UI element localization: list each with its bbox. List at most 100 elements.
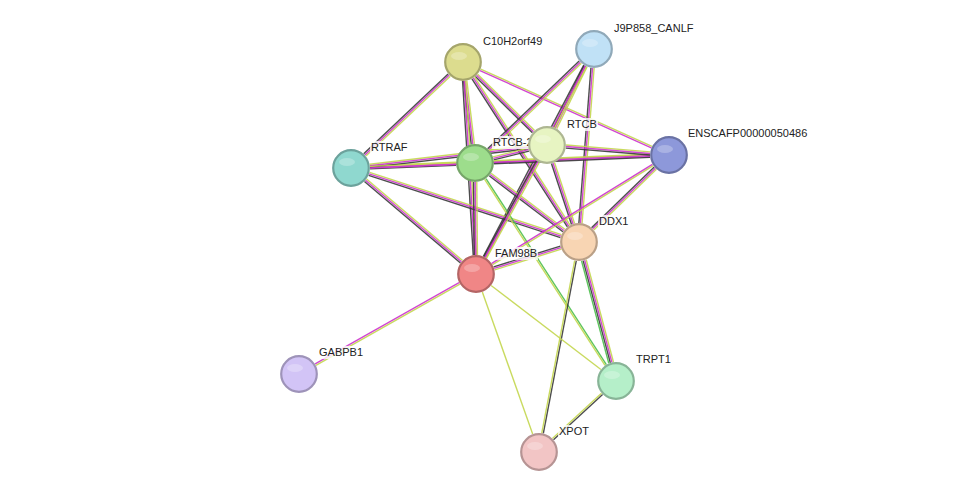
evidence-line — [582, 261, 609, 363]
evidence-line — [580, 68, 592, 223]
node-circle-shape — [457, 145, 493, 181]
evidence-line — [566, 147, 650, 154]
evidence-line — [493, 150, 528, 159]
node-circle-shape — [281, 356, 317, 392]
node-highlight — [535, 135, 551, 143]
evidence-line — [494, 248, 561, 269]
interaction-edge — [474, 182, 478, 255]
node-circle — [456, 144, 494, 182]
evidence-line — [476, 182, 478, 255]
evidence-line — [554, 394, 603, 439]
node-label: FAM98B — [494, 247, 538, 260]
node-circle — [444, 43, 482, 81]
evidence-line — [315, 283, 459, 364]
node-circle-shape — [598, 363, 634, 399]
interaction-edge — [491, 286, 601, 370]
node-circle — [650, 136, 688, 174]
node-highlight — [287, 364, 303, 372]
evidence-line — [494, 157, 650, 163]
node-circle — [332, 149, 370, 187]
node-circle-shape — [651, 137, 687, 173]
interaction-edge — [494, 154, 650, 164]
evidence-line — [583, 261, 610, 363]
node-circle-shape — [521, 434, 557, 470]
evidence-line — [316, 284, 460, 365]
evidence-line — [474, 182, 476, 255]
protein-node: RTRAF — [332, 149, 370, 187]
protein-node: RTCB — [528, 126, 566, 164]
evidence-line — [482, 292, 532, 434]
node-highlight — [567, 232, 583, 240]
node-highlight — [604, 371, 620, 379]
evidence-line — [365, 180, 461, 261]
evidence-line — [566, 148, 650, 155]
protein-node: C10H2orf49 — [444, 43, 482, 81]
interaction-edge — [482, 292, 532, 434]
evidence-line — [594, 169, 657, 230]
node-label: RTCB-2 — [492, 136, 534, 149]
evidence-line — [494, 151, 529, 160]
evidence-line — [585, 260, 612, 362]
protein-node: RTCB-2 — [456, 144, 494, 182]
evidence-line — [542, 261, 575, 434]
protein-node: TRPT1 — [597, 362, 635, 400]
node-circle-shape — [445, 44, 481, 80]
evidence-line — [370, 155, 650, 166]
evidence-line — [473, 182, 475, 255]
node-circle-shape — [576, 31, 612, 67]
node-label: XPOT — [558, 425, 590, 438]
node-circle — [560, 223, 598, 261]
node-circle — [457, 255, 495, 293]
evidence-line — [364, 182, 460, 263]
node-label: DDX1 — [598, 215, 629, 228]
interaction-edge — [552, 393, 602, 439]
evidence-line — [593, 168, 656, 229]
protein-node: FAM98B — [457, 255, 495, 293]
node-circle — [597, 362, 635, 400]
node-label: ENSCAFP00000050486 — [687, 127, 808, 140]
evidence-line — [487, 162, 540, 258]
evidence-line — [367, 179, 463, 260]
evidence-line — [491, 286, 601, 370]
node-circle — [528, 126, 566, 164]
node-label: RTRAF — [370, 141, 408, 154]
node-label: C10H2orf49 — [482, 35, 543, 48]
protein-node: J9P858_CANLF — [575, 30, 613, 68]
evidence-line — [366, 76, 450, 156]
interaction-edge — [493, 148, 529, 160]
interaction-edge — [566, 145, 650, 155]
node-highlight — [339, 158, 355, 166]
evidence-line — [493, 166, 654, 265]
node-highlight — [463, 153, 479, 161]
evidence-line — [582, 68, 594, 223]
node-highlight — [451, 52, 467, 60]
node-circle-shape — [458, 256, 494, 292]
node-highlight — [657, 145, 673, 153]
node-label: GABPB1 — [318, 346, 364, 359]
node-circle-shape — [333, 150, 369, 186]
evidence-line — [364, 74, 448, 154]
evidence-line — [365, 75, 449, 155]
evidence-line — [485, 162, 538, 258]
protein-node: ENSCAFP00000050486 — [650, 136, 688, 174]
interaction-edge — [364, 74, 451, 156]
node-label: TRPT1 — [635, 353, 672, 366]
node-highlight — [582, 39, 598, 47]
node-circle — [575, 30, 613, 68]
node-highlight — [527, 442, 543, 450]
evidence-line — [566, 145, 650, 152]
protein-node: GABPB1 — [280, 355, 318, 393]
node-circle — [280, 355, 318, 393]
evidence-line — [586, 260, 613, 362]
interaction-edge — [484, 161, 539, 258]
node-circle-shape — [529, 127, 565, 163]
evidence-line — [492, 164, 653, 263]
evidence-line — [579, 68, 591, 223]
evidence-line — [494, 246, 561, 267]
node-highlight — [464, 264, 480, 272]
protein-node: XPOT — [520, 433, 558, 471]
interaction-edge — [582, 260, 614, 364]
evidence-line — [370, 172, 562, 234]
